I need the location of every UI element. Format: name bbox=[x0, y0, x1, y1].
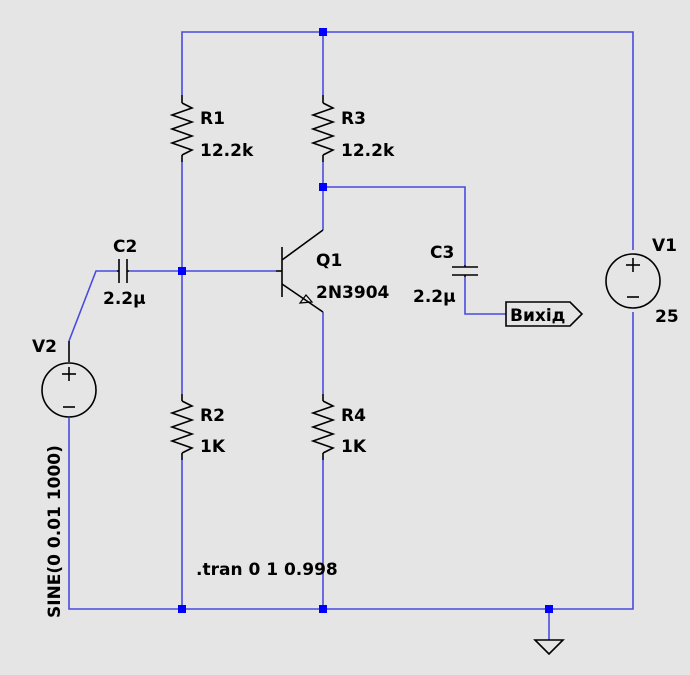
resistor-zigzag bbox=[169, 400, 195, 454]
junction-dot bbox=[178, 605, 186, 613]
output-label: Вихід bbox=[510, 306, 565, 326]
wire-c3-out bbox=[464, 277, 506, 315]
junction-dot bbox=[319, 28, 327, 36]
v2-name: V2 bbox=[32, 337, 57, 357]
spice-directive[interactable]: .tran 0 1 0.998 bbox=[196, 560, 338, 580]
voltage-source-v2[interactable]: V2 SINE(0 0.01 1000) bbox=[32, 337, 97, 618]
r3-value: 12.2k bbox=[341, 141, 395, 161]
c2-name: C2 bbox=[113, 237, 137, 257]
r4-value: 1K bbox=[341, 437, 367, 457]
transistor-collector bbox=[281, 229, 324, 261]
emitter-arrow-icon bbox=[298, 294, 314, 304]
output-port-icon bbox=[505, 301, 584, 327]
wires bbox=[68, 31, 634, 640]
wire-bottom-rail bbox=[68, 312, 634, 610]
transistor-q1[interactable]: Q1 2N3904 bbox=[276, 229, 390, 313]
v1-value: 25 bbox=[655, 307, 679, 327]
r1-name: R1 bbox=[200, 109, 225, 129]
ground-icon bbox=[533, 639, 565, 656]
resistor-r4[interactable]: R4 1K bbox=[310, 394, 367, 460]
resistor-r1[interactable]: R1 12.2k bbox=[169, 95, 254, 162]
r3-name: R3 bbox=[341, 109, 366, 129]
r1-value: 12.2k bbox=[200, 141, 254, 161]
v2-value: SINE(0 0.01 1000) bbox=[45, 445, 65, 618]
c3-name: C3 bbox=[430, 243, 454, 263]
wire-collector-c3 bbox=[323, 186, 466, 265]
resistor-r2[interactable]: R2 1K bbox=[169, 394, 226, 460]
capacitor-c2[interactable]: C2 2.2µ bbox=[103, 237, 146, 309]
source-body bbox=[605, 253, 661, 309]
q1-model: 2N3904 bbox=[316, 283, 390, 303]
junction-dot bbox=[178, 267, 186, 275]
resistor-r3[interactable]: R3 12.2k bbox=[310, 95, 395, 162]
junction-dot bbox=[319, 183, 327, 191]
ground-symbol[interactable] bbox=[533, 639, 565, 656]
output-net-label[interactable]: Вихід bbox=[505, 301, 584, 327]
resistor-zigzag bbox=[310, 102, 336, 156]
r2-name: R2 bbox=[200, 406, 225, 426]
source-body bbox=[41, 362, 97, 418]
resistor-zigzag bbox=[169, 102, 195, 156]
c2-value: 2.2µ bbox=[103, 289, 146, 309]
voltage-source-v1[interactable]: V1 25 bbox=[605, 236, 679, 327]
q1-name: Q1 bbox=[316, 251, 342, 271]
r2-value: 1K bbox=[200, 437, 226, 457]
capacitor-c3[interactable]: C3 2.2µ bbox=[413, 243, 478, 307]
junction-dot bbox=[545, 605, 553, 613]
v1-name: V1 bbox=[652, 236, 677, 256]
c3-value: 2.2µ bbox=[413, 287, 456, 307]
junctions bbox=[178, 28, 553, 613]
r4-name: R4 bbox=[341, 406, 366, 426]
resistor-zigzag bbox=[310, 400, 336, 454]
wire-v2-c2 bbox=[68, 270, 117, 342]
transistor-emitter bbox=[281, 283, 324, 313]
junction-dot bbox=[319, 605, 327, 613]
wire-top-rail bbox=[181, 31, 634, 250]
